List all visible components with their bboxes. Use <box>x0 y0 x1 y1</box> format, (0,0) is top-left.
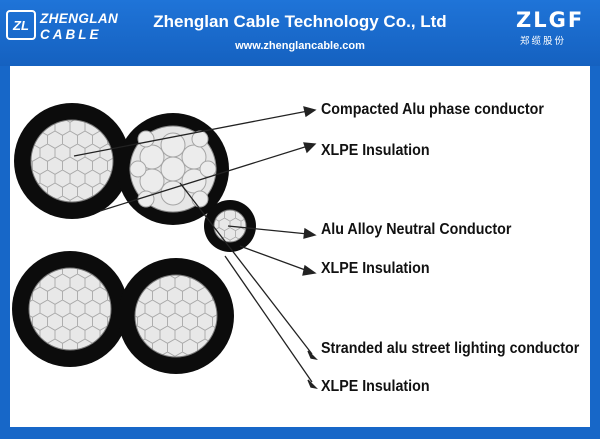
phase-conductor-bottom-left <box>12 251 128 367</box>
phase-conductor-bottom-middle <box>118 258 234 374</box>
brand-name: ZLGF <box>516 8 585 32</box>
phase-conductor-top-left <box>14 103 130 219</box>
label-xlpe-insulation-1: XLPE Insulation <box>321 142 430 159</box>
phase-conductor-top-middle <box>117 113 229 225</box>
label-neutral-conductor: Alu Alloy Neutral Conductor <box>321 221 512 238</box>
diagram-panel: Compacted Alu phase conductor XLPE Insul… <box>10 66 590 427</box>
label-xlpe-insulation-2: XLPE Insulation <box>321 260 430 277</box>
logo-name: ZHENGLAN <box>40 11 119 26</box>
leader-line-5 <box>179 182 313 355</box>
brand-chinese-name: 郑缆股份 <box>520 36 567 47</box>
leader-line-4 <box>239 245 309 272</box>
arrowhead-3 <box>303 227 317 239</box>
arrowhead-1 <box>303 106 317 118</box>
arrowhead-2 <box>303 142 317 154</box>
logo-badge-icon: ZL <box>6 10 36 40</box>
label-phase-conductor: Compacted Alu phase conductor <box>321 101 544 118</box>
arrowhead-4 <box>302 264 317 276</box>
website-url[interactable]: www.zhenglancable.com <box>235 40 365 52</box>
label-lighting-conductor: Stranded alu street lighting conductor <box>321 340 580 357</box>
header-banner: ZL ZHENGLAN CABLE Zhenglan Cable Technol… <box>0 0 600 66</box>
company-logo: ZL ZHENGLAN CABLE <box>6 7 126 47</box>
page-title: Zhenglan Cable Technology Co., Ltd <box>153 12 447 31</box>
leader-line-6 <box>224 255 313 383</box>
cable-cross-section <box>12 103 318 390</box>
label-xlpe-insulation-3: XLPE Insulation <box>321 378 430 395</box>
brand-logo: ZLGF 郑缆股份 <box>516 8 596 48</box>
arrowhead-5 <box>307 350 318 361</box>
logo-subname: CABLE <box>40 27 102 42</box>
arrowhead-6 <box>307 379 318 390</box>
logo-badge-text: ZL <box>12 18 29 33</box>
leader-line-3 <box>227 225 309 235</box>
leader-line-1 <box>73 110 309 157</box>
leader-line-2 <box>99 145 309 212</box>
